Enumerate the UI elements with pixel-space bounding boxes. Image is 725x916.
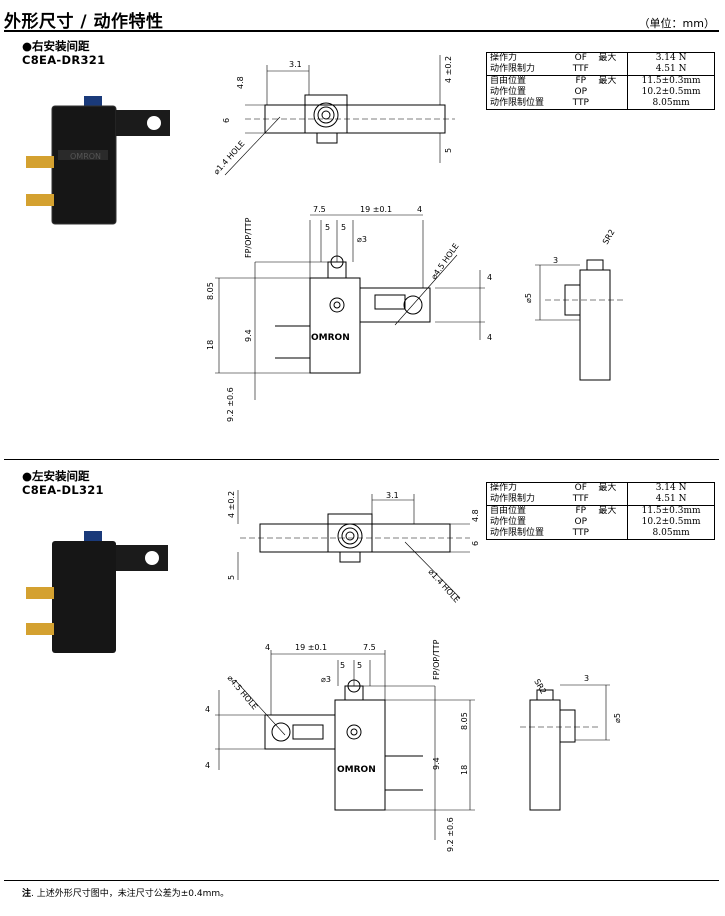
dim-6: 6 [222,118,231,123]
section-2-title: ●左安装间距 [22,469,90,483]
top-view-drawing-left: 4 ±0.2 5 3.1 4.8 6 ⌀1.4 HOLE [227,490,480,604]
top-view-drawing-right: 3.1 4.8 6 4 ±0.2 5 ⌀1.4 HOLE [212,55,455,176]
dim-4-02: 4 ±0.2 [444,56,453,83]
dim-18: 18 [206,340,215,350]
dim-5-b: 5 [227,575,236,580]
dia-3: ⌀3 [357,235,367,244]
fp-op-ttp: FP/OP/TTP [244,217,253,258]
fp-op-ttp-b: FP/OP/TTP [432,639,441,680]
section-divider [4,459,719,460]
dim-5: 5 [444,148,453,153]
product-photo-right: OMRON [26,96,170,225]
dim-5b: 5 [341,223,346,232]
side-view-drawing-right: SR2 3 ⌀5 [524,228,625,381]
dim-18-b: 18 [460,765,469,775]
dim-4-l2: 4 [205,761,210,770]
footnote: 注. 上述外形尺寸图中，未注尺寸公差为±0.4mm。 [22,889,230,899]
dim-4-l1: 4 [205,705,210,714]
side-view-drawing-left: SR2 3 ⌀5 [520,674,622,811]
dim-3-1-b: 3.1 [386,491,399,500]
dim-4-r2: 4 [487,333,492,342]
bottom-rule [4,880,719,881]
section-1-model: C8EA-DR321 [22,53,106,67]
dim-4-top-b: 4 [265,643,270,652]
dim-8-05-b: 8.05 [460,712,469,730]
dim-9-4: 9.4 [244,329,253,342]
sr2-label: SR2 [601,228,617,246]
dim-9-4-b: 9.4 [432,757,441,770]
dim-5b-b: 5 [357,661,362,670]
dim-7-5-b: 7.5 [363,643,376,652]
sr2-label-b: SR2 [532,678,548,696]
dim-4-r1: 4 [487,273,492,282]
dim-3-side: 3 [553,256,558,265]
dim-7-5: 7.5 [313,205,326,214]
dim-9-2: 9.2 ±0.6 [226,387,235,422]
dia-5-b: ⌀5 [613,713,622,723]
brand-label: OMRON [311,333,350,343]
dim-6-b: 6 [471,541,480,546]
page-title: 外形尺寸 / 动作特性 [4,12,164,32]
hole-1-4-b: ⌀1.4 HOLE [427,567,462,604]
dim-4-top: 4 [417,205,422,214]
brand-label-b: OMRON [337,765,376,775]
hole-4-5-b: ⌀4.5 HOLE [225,674,259,712]
dim-8-05: 8.05 [206,282,215,300]
svg-text:OMRON: OMRON [70,152,101,161]
hole-4-5: ⌀4.5 HOLE [429,242,460,281]
dim-19: 19 ±0.1 [360,205,392,214]
dim-3-1: 3.1 [289,60,302,69]
front-view-drawing-left: 4 19 ±0.1 7.5 5 5 ⌀3 FP/OP/TTP 8.05 9.4 … [205,639,475,852]
dim-3-side-b: 3 [584,674,589,683]
dim-5a-b: 5 [340,661,345,670]
section-1-title: ●右安装间距 [22,39,90,53]
dim-19-b: 19 ±0.1 [295,643,327,652]
product-photo-left [26,531,168,653]
top-rule [4,30,719,32]
dim-4-8: 4.8 [236,76,245,89]
dia-3-b: ⌀3 [321,675,331,684]
unit-label: （单位：mm） [638,17,715,30]
dia-5: ⌀5 [524,293,533,303]
dim-4-02-b: 4 ±0.2 [227,491,236,518]
dim-4-8-b: 4.8 [471,509,480,522]
section-2-model: C8EA-DL321 [22,483,104,497]
dim-9-2-b: 9.2 ±0.6 [446,817,455,852]
front-view-drawing-right: 7.5 19 ±0.1 4 5 5 ⌀3 FP/OP/TTP 8.05 9.4 … [206,205,492,422]
dim-5a: 5 [325,223,330,232]
